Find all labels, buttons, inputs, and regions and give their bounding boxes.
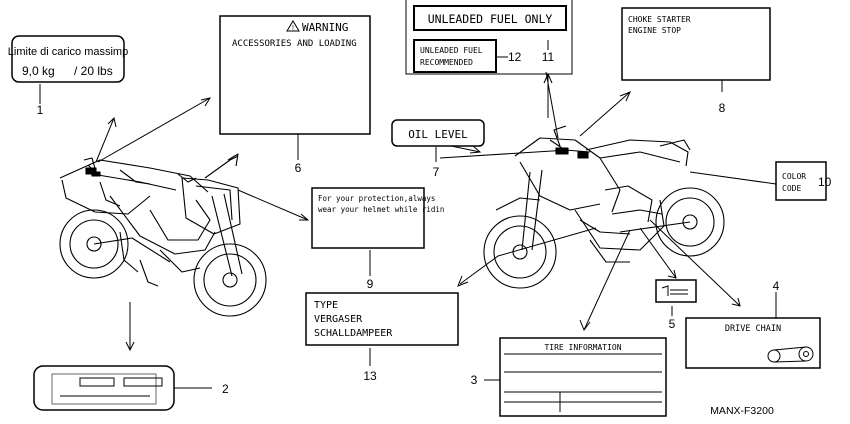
- label-12-line1: UNLEADED FUEL: [420, 46, 483, 55]
- callout-13: 13: [363, 369, 377, 383]
- label-9-helmet: For your protection,always wear your hel…: [311, 187, 444, 249]
- label-5-small: [655, 279, 697, 303]
- label-1-lbs: / 20 lbs: [74, 64, 113, 78]
- label-13-line2: VERGASER: [314, 314, 363, 325]
- label-6-line2: ACCESSORIES AND LOADING: [232, 39, 357, 49]
- warning-triangle-icon: !: [286, 20, 300, 32]
- label-3-tire-information: TIRE INFORMATION: [499, 337, 667, 417]
- drive-chain-icon: [767, 346, 814, 363]
- callout-9: 9: [367, 277, 374, 291]
- label-10-line1: COLOR: [782, 172, 806, 181]
- label-11-text: UNLEADED FUEL ONLY: [428, 12, 553, 26]
- label-11-12-panel: UNLEADED FUEL ONLY UNLEADED FUEL RECOMME…: [405, 0, 573, 75]
- label-2-plate: [33, 365, 175, 411]
- label-7-text: OIL LEVEL: [408, 128, 468, 141]
- label-8-line2: ENGINE STOP: [628, 26, 681, 35]
- label-13-type: TYPE VERGASER SCHALLDAMPEER: [305, 292, 459, 346]
- callout-4: 4: [773, 279, 780, 293]
- callout-7: 7: [433, 165, 440, 179]
- callout-8: 8: [719, 101, 726, 115]
- callout-3: 3: [471, 373, 478, 387]
- label-8-controls: CHOKE STARTER ENGINE STOP: [621, 7, 771, 81]
- callout-1: 1: [37, 103, 44, 117]
- callout-12: 12: [508, 50, 522, 64]
- label-10-color-code: COLOR CODE: [775, 161, 827, 201]
- callout-2: 2: [222, 382, 229, 396]
- label-4-drive-chain: DRIVE CHAIN: [685, 317, 821, 369]
- label-7-oil-level: OIL LEVEL: [391, 119, 485, 147]
- label-9-line1: For your protection,always: [318, 194, 435, 203]
- label-1-line1: Limite di carico massimp: [8, 46, 128, 58]
- label-4-title: DRIVE CHAIN: [725, 324, 781, 334]
- motorcycle-right: [483, 125, 725, 289]
- callout-5: 5: [669, 317, 676, 331]
- diagram-code: MANX-F3200: [710, 405, 774, 417]
- label-8-line1: CHOKE STARTER: [628, 15, 691, 24]
- label-1-kg: 9,0 kg: [22, 64, 55, 78]
- label-12-line2: RECOMMENDED: [420, 58, 473, 67]
- label-6-line1: WARNING: [302, 21, 348, 34]
- label-10-line2: CODE: [782, 184, 801, 193]
- label-3-title: TIRE INFORMATION: [544, 343, 621, 352]
- label-1-load-limit: Limite di carico massimp 9,0 kg / 20 lbs: [8, 35, 128, 83]
- label-13-line3: SCHALLDAMPEER: [314, 328, 393, 339]
- label-9-line2: wear your helmet while ridin: [318, 205, 444, 214]
- label-13-line1: TYPE: [314, 300, 338, 311]
- callout-10: 10: [818, 175, 832, 189]
- label-6-warning: ! WARNING ACCESSORIES AND LOADING: [219, 15, 371, 135]
- callout-11: 11: [542, 50, 555, 64]
- motorcycle-left: [59, 153, 267, 317]
- callout-6: 6: [295, 161, 302, 175]
- svg-text:!: !: [292, 25, 294, 32]
